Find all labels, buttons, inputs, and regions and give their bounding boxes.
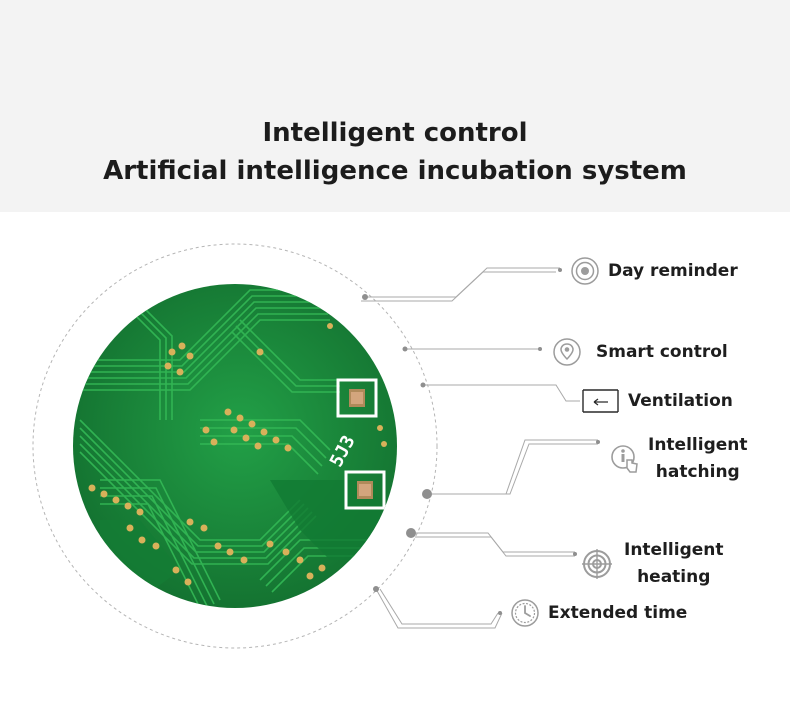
heat-target-icon: [582, 549, 612, 579]
feature-ventilation: Ventilation: [580, 386, 733, 416]
connector-dots: [362, 268, 600, 615]
feature-extended-time: Extended time: [510, 598, 687, 628]
touch-info-icon: [610, 444, 640, 474]
outer-dashed-ring: [32, 243, 438, 649]
target-rings-icon: [570, 256, 600, 286]
feature-smart-control: Smart control: [552, 337, 728, 367]
location-pin-icon: [552, 337, 582, 367]
clock-icon: [510, 598, 540, 628]
feature-intelligent-heating: Intelligent heating: [582, 537, 724, 591]
feature-day-reminder: Day reminder: [570, 256, 738, 286]
page-title: Intelligent control: [262, 118, 528, 148]
vent-frame-icon: [580, 386, 620, 416]
page-subtitle: Artificial intelligence incubation syste…: [103, 156, 687, 186]
feature-label: Intelligent hatching: [648, 435, 748, 482]
feature-label: Extended time: [548, 602, 688, 623]
feature-label: Day reminder: [608, 260, 738, 281]
feature-label: Smart control: [596, 341, 728, 362]
pcb-image: 5J3: [73, 284, 397, 608]
feature-label: Ventilation: [628, 390, 733, 411]
feature-label: Intelligent heating: [624, 540, 724, 587]
connector-lines: [361, 267, 598, 629]
feature-intelligent-hatching: Intelligent hatching: [610, 432, 748, 486]
header-band: [0, 0, 790, 212]
